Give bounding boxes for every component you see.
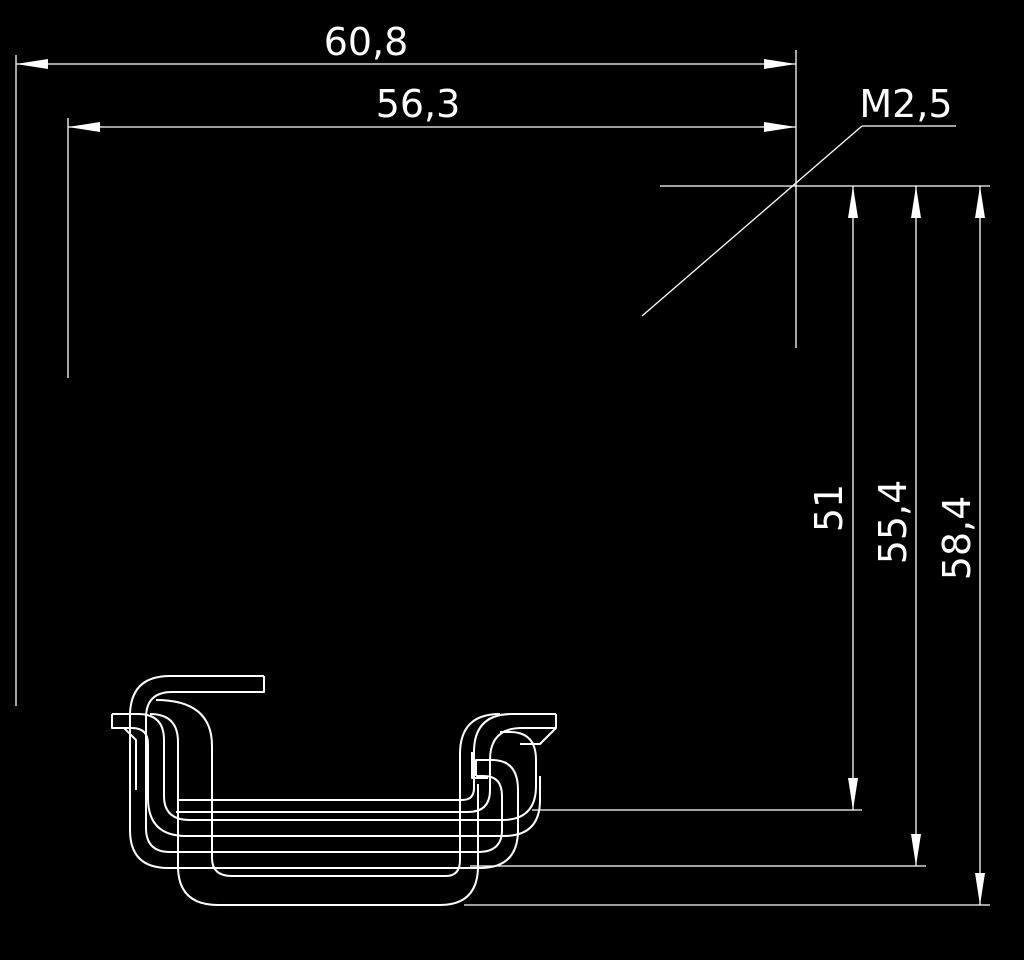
- dimension-width-outer: 60,8: [16, 20, 796, 69]
- arrowhead: [764, 59, 796, 69]
- rail-profile-outer: [129, 675, 519, 869]
- arrowhead: [911, 834, 921, 866]
- arrowhead: [848, 186, 858, 218]
- dimension-label-height-1: 51: [807, 484, 851, 532]
- arrowhead: [975, 873, 985, 905]
- rail-profile-deep-inner: [155, 699, 501, 877]
- arrowhead: [68, 122, 100, 132]
- arrowhead: [911, 186, 921, 218]
- rail-profile-lip-right: [520, 727, 557, 745]
- rail-profile-deep: [149, 713, 479, 906]
- arrowhead: [975, 186, 985, 218]
- thread-label: M2,5: [859, 82, 952, 126]
- rail-profile-middle-inner: [111, 714, 541, 837]
- dimension-label-height-2: 55,4: [871, 480, 915, 565]
- arrowhead: [764, 122, 796, 132]
- rail-profile-step: [471, 752, 488, 779]
- rail-profile-lip-left: [123, 727, 137, 790]
- rail-flange-right-lower: [176, 714, 557, 813]
- dimension-width-inner: 56,3: [68, 82, 796, 132]
- dimension-label-width-inner: 56,3: [376, 82, 461, 126]
- dimension-height-2: 55,4: [871, 186, 921, 866]
- arrowhead: [848, 778, 858, 810]
- dimension-height-3: 58,4: [935, 186, 985, 905]
- rail-profile-middle: [112, 713, 537, 821]
- rail-profile: [111, 675, 557, 906]
- dimension-label-height-3: 58,4: [935, 496, 979, 581]
- rail-profile-hook: [145, 676, 503, 853]
- dimension-height-1: 51: [807, 186, 858, 810]
- dimension-label-width-outer: 60,8: [324, 20, 409, 64]
- thread-callout: M2,5: [641, 82, 956, 317]
- rail-flange-right: [178, 713, 556, 801]
- arrowhead: [16, 59, 48, 69]
